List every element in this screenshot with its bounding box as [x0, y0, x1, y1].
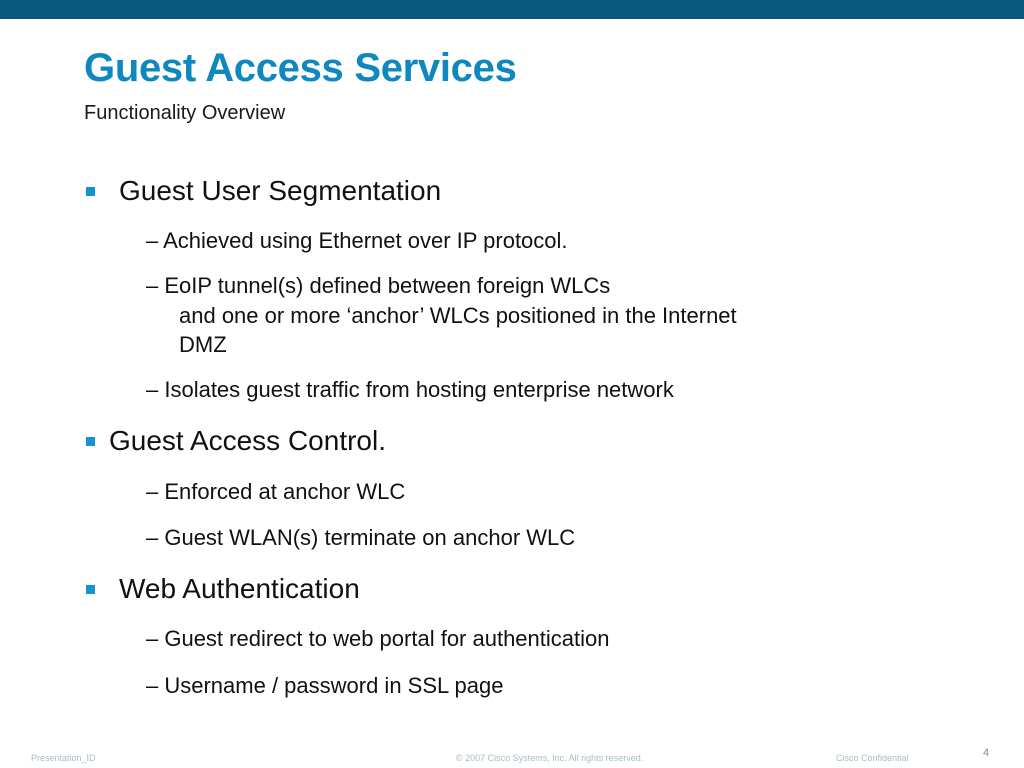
footer-copyright: © 2007 Cisco Systems, Inc. All rights re…: [456, 753, 644, 763]
sub-bullet: – Enforced at anchor WLC: [146, 479, 406, 504]
footer-presentation-id: Presentation_ID: [31, 753, 96, 763]
page-number: 4: [983, 747, 990, 759]
sub-bullet: – Achieved using Ethernet over IP protoc…: [146, 228, 568, 253]
sub-bullet: – EoIP tunnel(s) defined between foreign…: [146, 273, 611, 298]
sub-bullet-continuation: DMZ: [179, 332, 227, 357]
sub-bullet-continuation: and one or more ‘anchor’ WLCs positioned…: [179, 303, 737, 328]
top-banner: [0, 0, 1024, 19]
slide-subtitle: Functionality Overview: [84, 102, 286, 124]
bullet-heading: Web Authentication: [119, 573, 360, 604]
bullet-heading: Guest User Segmentation: [119, 175, 442, 206]
square-bullet-icon: [86, 584, 95, 594]
square-bullet-icon: [86, 436, 95, 446]
sub-bullet: – Guest WLAN(s) terminate on anchor WLC: [146, 525, 576, 550]
bullet-guest-user-segmentation: Guest User Segmentation: [86, 175, 441, 207]
bullet-guest-access-control: Guest Access Control.: [86, 425, 386, 457]
sub-bullet: – Guest redirect to web portal for authe…: [146, 626, 610, 651]
slide-title: Guest Access Services: [84, 46, 517, 90]
footer-confidential: Cisco Confidential: [836, 753, 909, 763]
bullet-web-authentication: Web Authentication: [86, 573, 360, 605]
square-bullet-icon: [86, 186, 95, 196]
sub-bullet: – Username / password in SSL page: [146, 673, 504, 698]
bullet-heading: Guest Access Control.: [109, 425, 387, 456]
sub-bullet: – Isolates guest traffic from hosting en…: [146, 377, 674, 402]
